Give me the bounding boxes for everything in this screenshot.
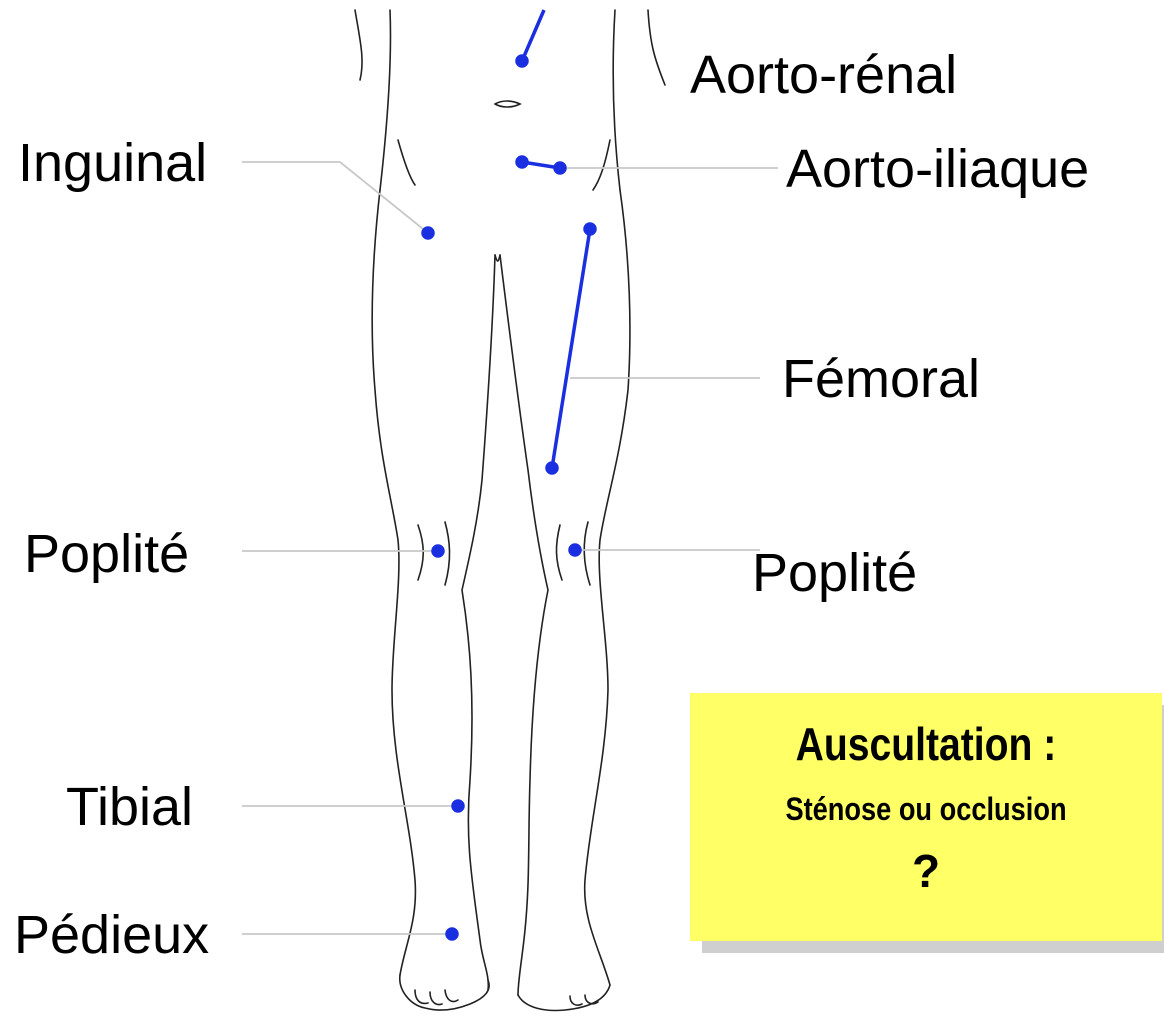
point-aorto-iliaque-a <box>517 157 527 167</box>
label-tibial: Tibial <box>66 780 193 834</box>
callout-title: Auscultation : <box>725 717 1126 771</box>
point-femoral-top <box>585 224 595 234</box>
label-femoral: Fémoral <box>782 352 980 406</box>
point-femoral-bottom <box>547 463 557 473</box>
label-aorto-renal: Aorto-rénal <box>690 48 957 102</box>
point-tibial <box>453 801 463 811</box>
point-poplite-right <box>570 545 580 555</box>
point-inguinal <box>423 228 433 238</box>
point-poplite-left <box>433 546 443 556</box>
auscultation-callout: Auscultation : Sténose ou occlusion ? <box>690 693 1162 941</box>
label-pedieux: Pédieux <box>14 908 209 962</box>
label-poplite-left: Poplité <box>24 527 189 581</box>
auscultation-points <box>423 10 595 939</box>
artery-femoral <box>552 229 590 468</box>
label-aorto-iliaque: Aorto-iliaque <box>786 142 1089 196</box>
artery-aorto-renal <box>522 10 544 61</box>
point-pedieux <box>447 929 457 939</box>
body-outline <box>355 10 665 1010</box>
label-inguinal: Inguinal <box>18 136 207 190</box>
point-aorto-iliaque-b <box>555 163 565 173</box>
callout-question: ? <box>690 844 1162 898</box>
point-aorto-renal <box>517 56 527 66</box>
label-poplite-right: Poplité <box>752 546 917 600</box>
callout-subtitle: Sténose ou occlusion <box>725 791 1126 828</box>
leader-inguinal-diag <box>340 162 428 233</box>
